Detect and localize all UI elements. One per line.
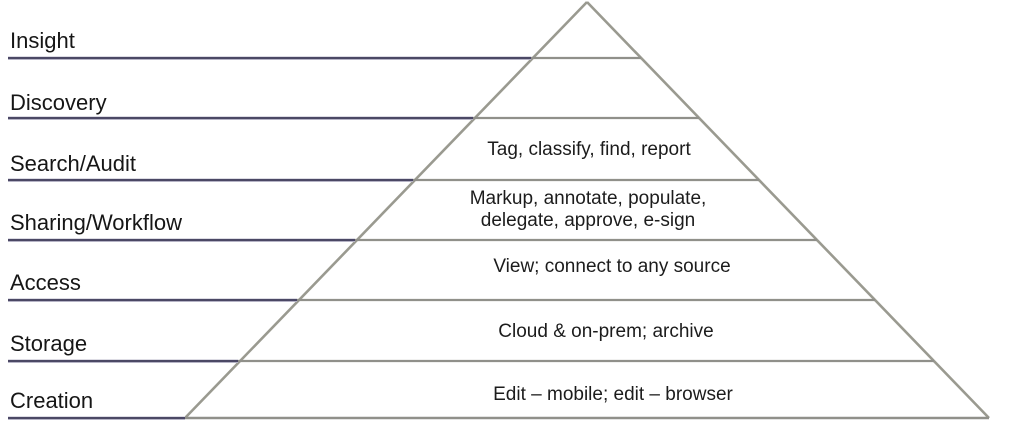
tier-text-creation: Edit – mobile; edit – browser <box>493 384 733 405</box>
level-underline <box>8 360 238 362</box>
level-label-discovery: Discovery <box>10 90 107 115</box>
level-label-search-audit: Search/Audit <box>10 151 136 176</box>
level-label-insight: Insight <box>10 28 75 53</box>
tier-text-access: View; connect to any source <box>493 256 731 277</box>
level-underline <box>8 57 531 59</box>
level-underline <box>8 239 355 241</box>
tier-text-storage: Cloud & on-prem; archive <box>498 321 714 342</box>
tier-text-search-audit: Tag, classify, find, report <box>487 139 691 160</box>
level-label-creation: Creation <box>10 388 94 413</box>
pyramid-right-slope <box>586 1 990 419</box>
level-underline <box>8 417 185 419</box>
pyramid-left-slope <box>184 1 588 419</box>
level-underline <box>8 299 297 301</box>
level-label-access: Access <box>10 270 81 295</box>
level-underline <box>8 179 413 181</box>
level-label-sharing-workflow: Sharing/Workflow <box>10 210 182 235</box>
level-label-storage: Storage <box>10 331 88 356</box>
tier-text-sharing-workflow: Markup, annotate, populate, delegate, ap… <box>469 188 707 231</box>
level-underline <box>8 117 473 119</box>
